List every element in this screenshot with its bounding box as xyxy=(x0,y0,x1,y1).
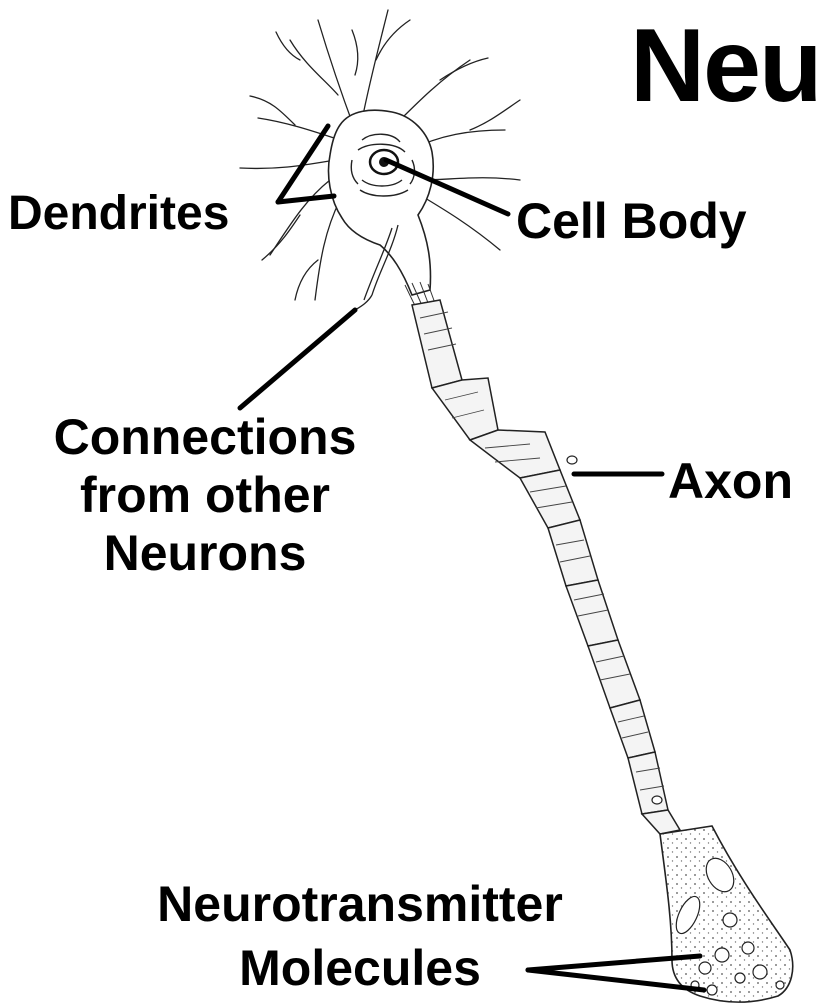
connections-leader xyxy=(240,310,355,408)
page-title: Neu xyxy=(630,14,819,118)
connections-label-line-3: Neurons xyxy=(10,524,400,582)
dendrites-label: Dendrites xyxy=(8,190,229,238)
axon-body xyxy=(412,300,680,834)
dendrites-leader-lower xyxy=(278,196,334,202)
neurotransmitter-label: Neurotransmitter Molecules xyxy=(60,872,660,1000)
connections-label-line-1: Connections xyxy=(10,408,400,466)
connections-label: Connections from other Neurons xyxy=(10,408,400,582)
cell-body-shape xyxy=(329,110,434,295)
axon-label: Axon xyxy=(668,456,793,506)
connections-label-line-2: from other xyxy=(10,466,400,524)
neurotransmitter-label-line-2: Molecules xyxy=(60,936,660,1000)
dendrites-leader-upper xyxy=(278,126,328,202)
cell-body-label: Cell Body xyxy=(516,196,747,246)
neurotransmitter-label-line-1: Neurotransmitter xyxy=(60,872,660,936)
